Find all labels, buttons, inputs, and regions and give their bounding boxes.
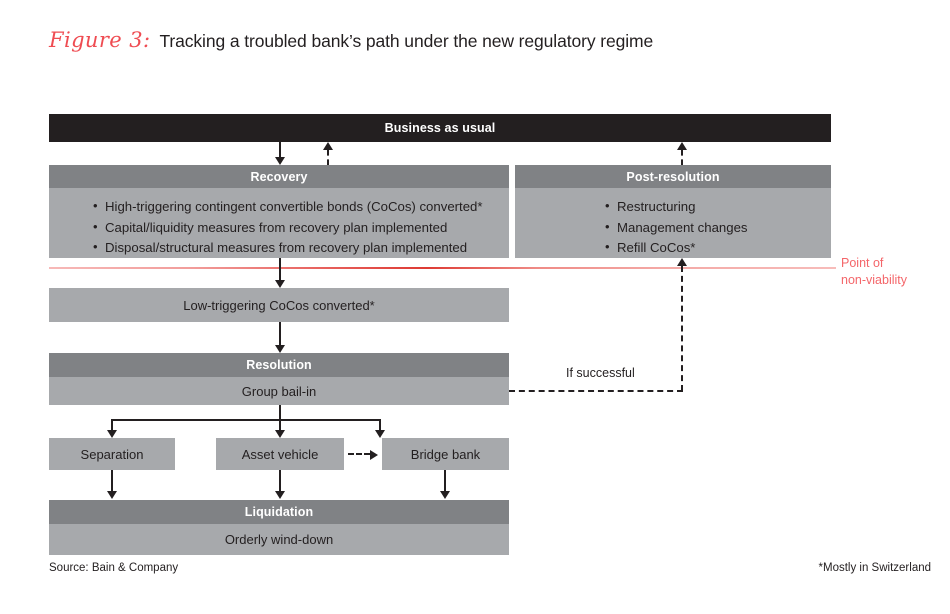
recovery-bullet-list: High-triggering contingent convertible b… [49,188,509,259]
connector-branch-to-separation [111,419,113,431]
resolution-body: Group bail-in [49,377,509,405]
arrowhead-recovery-to-bau [323,142,333,150]
liquidation-body: Orderly wind-down [49,524,509,555]
arrowhead-postres-to-bau [677,142,687,150]
post-resolution-body: Restructuring Management changes Refill … [515,188,831,258]
figure-number-label: Figure 3: [49,28,151,52]
non-viability-line-2: non-viability [841,273,908,287]
list-item: Management changes [605,217,831,239]
connector-bau-to-recovery [279,142,281,159]
page-title: Tracking a troubled bank’s path under th… [159,31,654,51]
arrowhead-recovery-to-lowtrig [275,280,285,288]
post-resolution-header: Post-resolution [515,165,831,188]
arrowhead-bau-to-recovery [275,157,285,165]
connector-branch-to-bridge-bank [379,419,381,431]
source-label: Source: Bain & Company [49,562,179,574]
recovery-body: High-triggering contingent convertible b… [49,188,509,258]
connector-recovery-to-lowtrig [279,258,281,280]
list-item: High-triggering contingent convertible b… [93,196,509,218]
connector-resolution-stem [279,405,281,420]
connector-lowtrig-to-resolution [279,322,281,345]
point-of-non-viability-label: Point of non-viability [841,255,945,289]
recovery-header: Recovery [49,165,509,188]
connector-if-successful-vertical [681,266,683,391]
connector-postres-to-bau [681,150,683,165]
option-box-separation: Separation [49,438,175,470]
liquidation-header: Liquidation [49,500,509,524]
connector-if-successful-horizontal [509,390,683,392]
figure-title-row: Figure 3: Tracking a troubled bank’s pat… [49,28,909,62]
footnote-label: *Mostly in Switzerland [818,562,931,574]
list-item: Restructuring [605,196,831,218]
arrowhead-branch-to-asset-vehicle [275,430,285,438]
connector-branch-to-asset-vehicle [279,419,281,431]
connector-resolution-branch-bar [111,419,381,421]
connector-separation-to-liquidation [111,470,113,492]
business-as-usual-bar: Business as usual [49,114,831,142]
arrowhead-lowtrig-to-resolution [275,345,285,353]
connector-recovery-to-bau [327,150,329,165]
arrowhead-branch-to-separation [107,430,117,438]
list-item: Disposal/structural measures from recove… [93,237,509,259]
arrowhead-bridge-bank-to-liquidation [440,491,450,499]
option-box-bridge-bank: Bridge bank [382,438,509,470]
arrowhead-branch-to-bridge-bank [375,430,385,438]
if-successful-label: If successful [562,366,639,380]
resolution-header: Resolution [49,353,509,377]
post-resolution-bullet-list: Restructuring Management changes Refill … [515,188,831,259]
low-triggering-cocos-box: Low-triggering CoCos converted* [49,288,509,322]
connector-asset-vehicle-to-bridge-bank [348,453,370,455]
option-box-asset-vehicle: Asset vehicle [216,438,344,470]
arrowhead-separation-to-liquidation [107,491,117,499]
connector-bridge-bank-to-liquidation [444,470,446,492]
connector-asset-vehicle-to-liquidation [279,470,281,492]
arrowhead-asset-vehicle-to-bridge-bank [370,450,378,460]
list-item: Refill CoCos* [605,237,831,259]
non-viability-line-1: Point of [841,256,884,270]
point-of-non-viability-line [49,267,836,269]
list-item: Capital/liquidity measures from recovery… [93,217,509,239]
arrowhead-if-successful [677,258,687,266]
arrowhead-asset-vehicle-to-liquidation [275,491,285,499]
